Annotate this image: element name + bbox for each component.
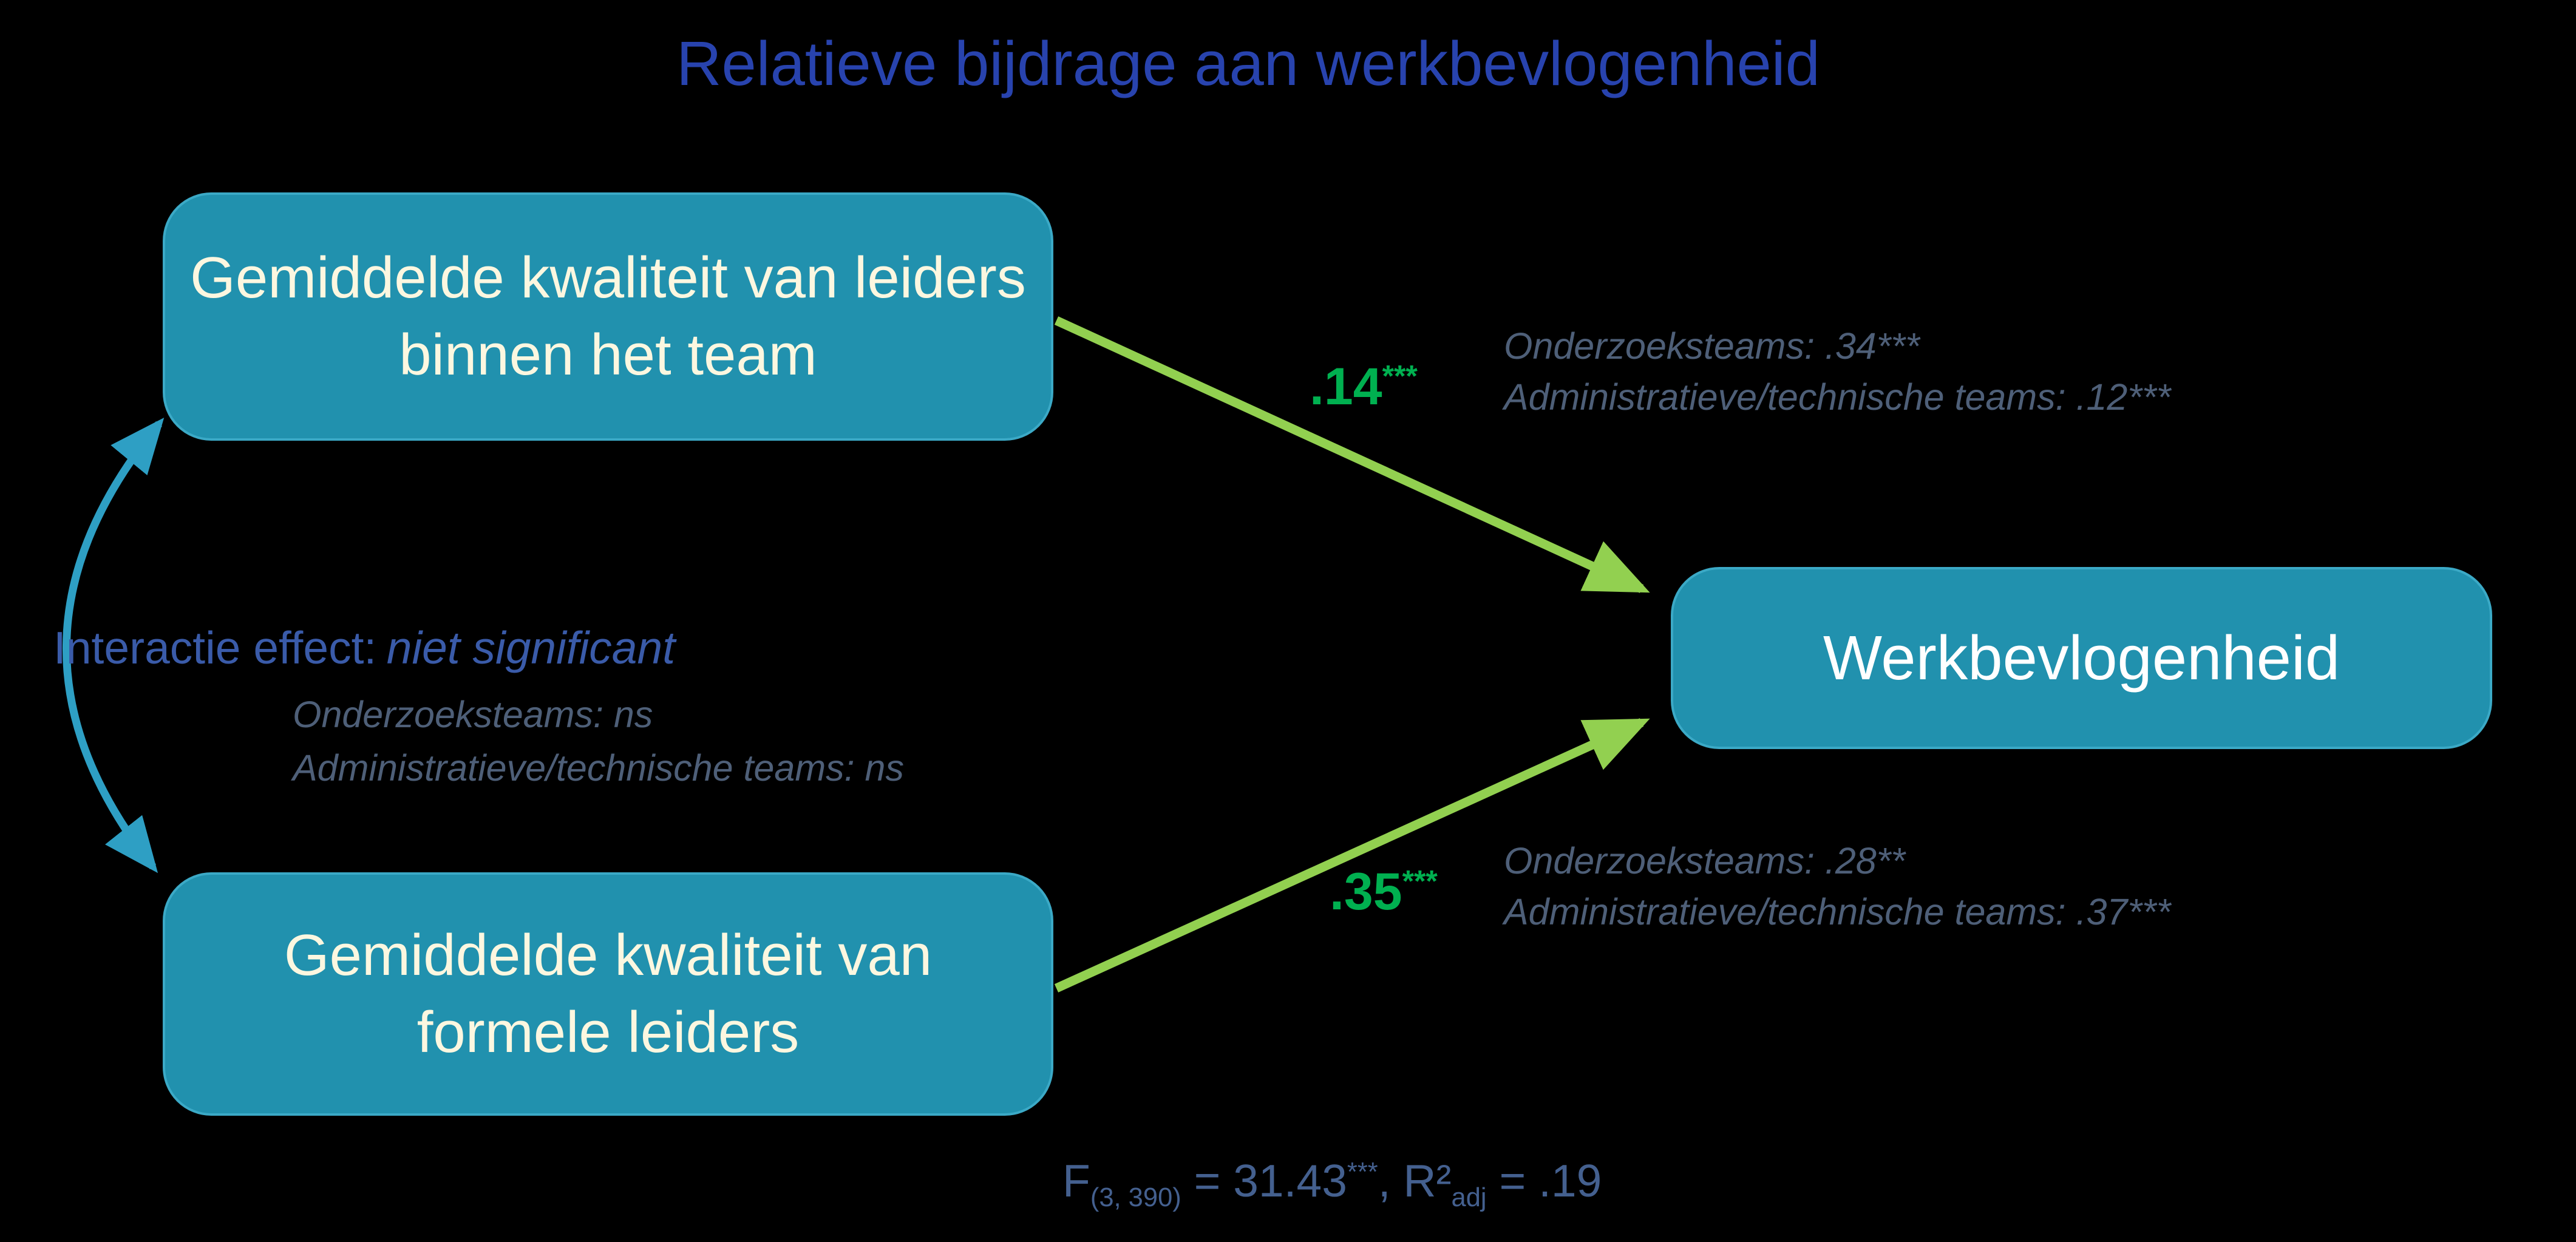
interaction-effect-label: Interactie effect:niet significant: [53, 622, 675, 674]
f-statistic-symbol: F: [1062, 1155, 1090, 1206]
f-statistic-stars: ***: [1347, 1158, 1378, 1187]
f-degrees-of-freedom: (3, 390): [1090, 1183, 1181, 1212]
interaction-effect-prefix: Interactie effect:: [53, 622, 377, 673]
r-squared-value: = .19: [1486, 1155, 1602, 1206]
predictor-box-formal-leaders: Gemiddelde kwaliteit van formele leiders: [163, 872, 1053, 1116]
path-arrow-bottom: [1054, 718, 1650, 993]
path-coefficient-bottom-stars: ***: [1402, 864, 1438, 898]
predictor-box-formal-leaders-label: Gemiddelde kwaliteit van formele leiders: [284, 922, 933, 1065]
annotation-line-admin-teams: Administratieve/technische teams: .12***: [1504, 376, 2171, 418]
path-coefficient-bottom-value: .35: [1330, 863, 1402, 921]
path-arrow-top: [1054, 316, 1650, 593]
r-squared-adj-subscript: adj: [1451, 1183, 1487, 1212]
path-coefficient-top-stars: ***: [1382, 359, 1418, 393]
interaction-subgroup-annotation: Onderzoeksteams: ns Administratieve/tech…: [293, 688, 904, 795]
path-coefficient-bottom: .35***: [1330, 862, 1438, 922]
f-statistic-value: = 31.43: [1181, 1155, 1347, 1206]
interaction-effect-value: niet significant: [386, 622, 676, 673]
predictor-box-team-leaders-label: Gemiddelde kwaliteit van leiders binnen …: [190, 245, 1026, 387]
annotation-line-research-teams-ns: Onderzoeksteams: ns: [293, 694, 653, 735]
subgroup-annotation-bottom: Onderzoeksteams: .28** Administratieve/t…: [1504, 835, 2171, 937]
diagram-title: Relatieve bijdrage aan werkbevlogenheid: [676, 29, 1820, 98]
correlation-double-arrow: [63, 417, 165, 874]
annotation-line-admin-teams: Administratieve/technische teams: .37***: [1504, 891, 2171, 933]
path-coefficient-top: .14***: [1310, 357, 1418, 417]
subgroup-annotation-top: Onderzoeksteams: .34*** Administratieve/…: [1504, 321, 2171, 422]
path-coefficient-top-value: .14: [1310, 358, 1382, 416]
annotation-line-admin-teams-ns: Administratieve/technische teams: ns: [293, 747, 904, 789]
outcome-box-label: Werkbevlogenheid: [1823, 623, 2340, 693]
model-fit-statistics: F(3, 390) = 31.43***, R²adj = .19: [1062, 1155, 1602, 1213]
predictor-box-team-leaders: Gemiddelde kwaliteit van leiders binnen …: [163, 192, 1053, 441]
annotation-line-research-teams: Onderzoeksteams: .28**: [1504, 840, 1906, 881]
r-squared-symbol: , R²: [1378, 1155, 1452, 1206]
outcome-box-werkbevlogenheid: Werkbevlogenheid: [1671, 567, 2492, 749]
annotation-line-research-teams: Onderzoeksteams: .34***: [1504, 325, 1920, 367]
